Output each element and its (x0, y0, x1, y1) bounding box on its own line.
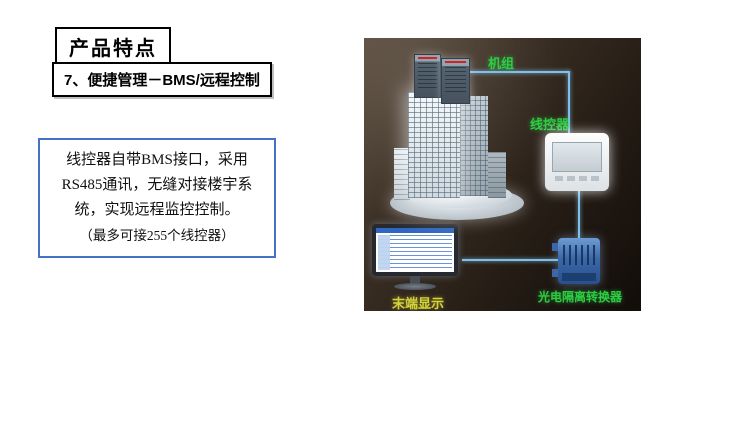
monitor-base (394, 283, 436, 290)
description-line: RS485通讯，无缝对接楼宇系 (61, 177, 253, 193)
converter-base (562, 273, 596, 281)
description-line: 线控器自带BMS接口，采用 (66, 152, 248, 168)
page-title: 产品特点 (55, 27, 171, 66)
description-box: 线控器自带BMS接口，采用 RS485通讯，无缝对接楼宇系 统，实现远程监控控制… (38, 138, 276, 258)
description-line: 统，实现远程监控控制。 (74, 202, 240, 218)
converter-terminals (563, 245, 595, 265)
label-wire-controller: 线控器 (530, 117, 570, 132)
building-annex-left (394, 148, 410, 200)
building-tower-side (460, 96, 488, 196)
monitor-titlebar (376, 228, 454, 233)
converter-mount-tab (552, 243, 558, 251)
outdoor-unit-logo (418, 57, 437, 59)
converter-mount-tab (552, 269, 558, 277)
feature-subtitle-text: 7、便捷管理－BMS/远程控制 (64, 72, 260, 89)
label-converter: 光电隔离转换器 (537, 290, 622, 304)
outdoor-unit-icon (441, 58, 470, 104)
wire-controller-icon (545, 133, 609, 191)
monitor-screen (376, 228, 454, 272)
feature-subtitle: 7、便捷管理－BMS/远程控制 (52, 62, 272, 97)
building-tower-front (408, 92, 460, 198)
wire-controller-buttons (555, 176, 599, 181)
page-title-text: 产品特点 (69, 38, 157, 60)
label-unit: 机组 (488, 56, 515, 71)
description-line: （最多可接255个线控器） (79, 228, 235, 243)
building-illustration (390, 52, 524, 224)
connector-line-unit (470, 71, 570, 73)
outdoor-unit-vents (445, 66, 466, 92)
label-terminal-display: 末端显示 (391, 296, 444, 311)
monitor-data-rows (378, 235, 452, 270)
monitor-frame (372, 224, 458, 276)
outdoor-unit-icon (414, 54, 441, 98)
bms-diagram: 机组 线控器 末端显示 光电隔离转换器 (364, 38, 641, 311)
terminal-monitor-icon (372, 224, 462, 292)
building-annex-right (488, 152, 506, 198)
connector-line-converter (578, 191, 580, 238)
connector-line-terminal (462, 259, 558, 261)
outdoor-unit-vents (418, 62, 437, 88)
connector-line-controller (568, 71, 570, 133)
converter-icon (552, 238, 600, 284)
wire-controller-screen (552, 142, 602, 172)
outdoor-unit-logo (445, 61, 466, 63)
monitor-stand (410, 276, 420, 284)
